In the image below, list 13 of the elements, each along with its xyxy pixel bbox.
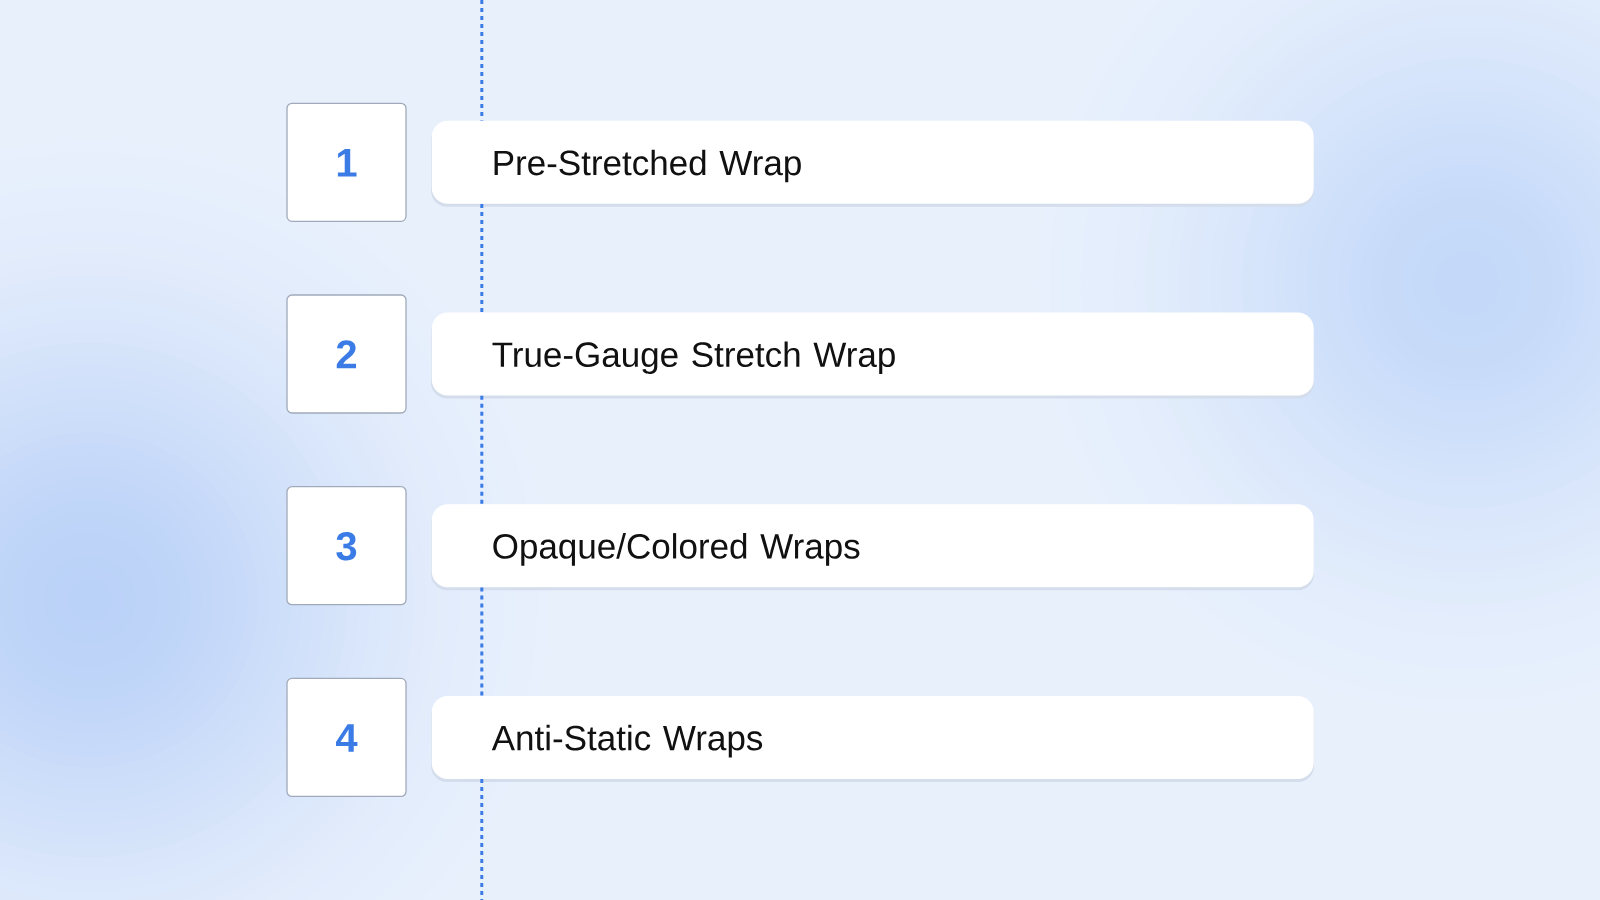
dotted-line: [480, 779, 484, 900]
dotted-line: [480, 204, 484, 313]
list-item-bar: Pre-Stretched Wrap: [431, 120, 1314, 207]
list-item-bar: Anti-Static Wraps: [431, 695, 1314, 782]
dotted-line: [480, 587, 484, 696]
dotted-line: [480, 0, 484, 121]
number-box: 2: [286, 294, 407, 414]
number-box: 3: [286, 486, 407, 606]
dotted-line: [480, 395, 484, 504]
number-box: 1: [286, 102, 407, 222]
list-item-bar: Opaque/Colored Wraps: [431, 504, 1314, 591]
list-item-bar: True-Gauge Stretch Wrap: [431, 312, 1314, 399]
number-box: 4: [286, 677, 407, 798]
